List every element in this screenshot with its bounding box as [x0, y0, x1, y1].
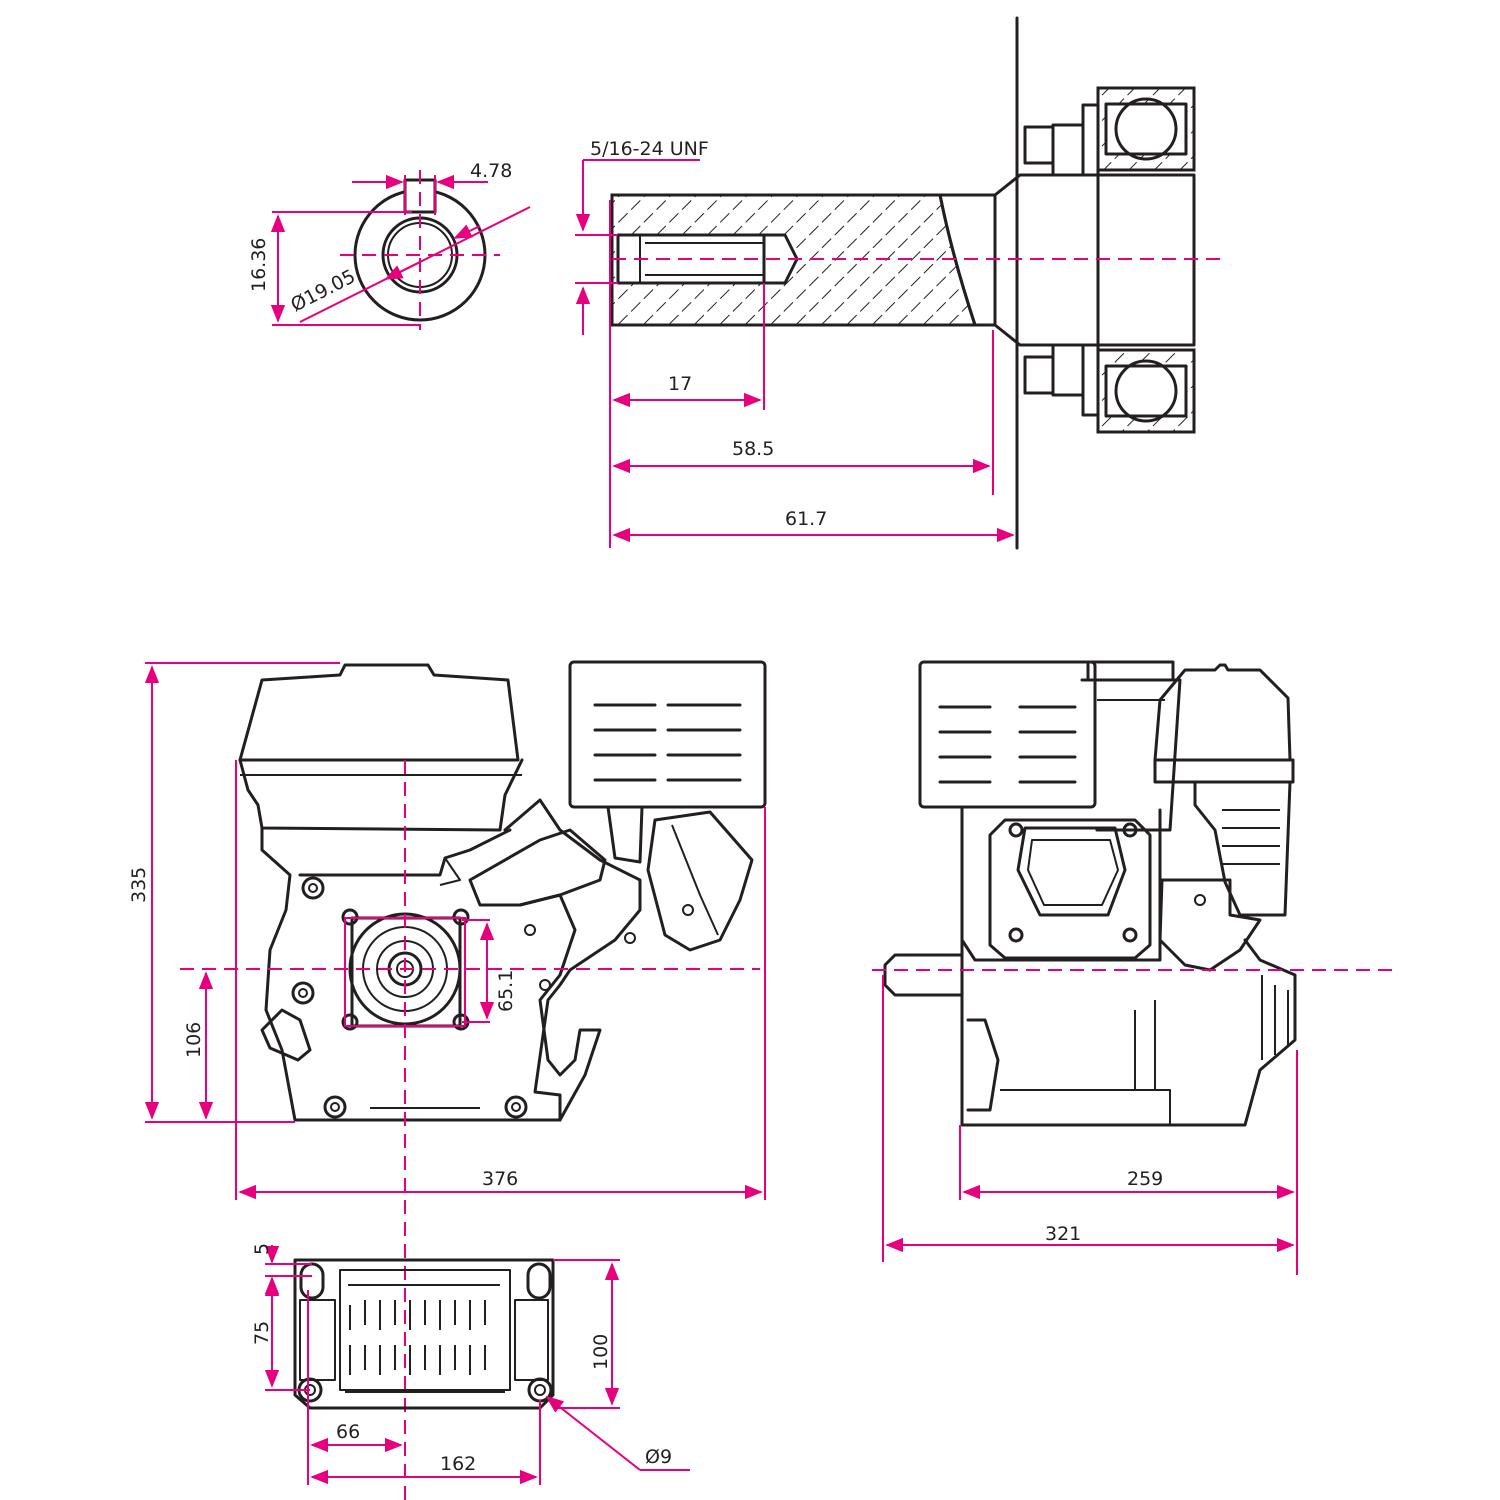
side-length-label: 321 — [1045, 1223, 1081, 1245]
mount-depth-label: 100 — [590, 1334, 612, 1370]
key-width-label: 4.78 — [470, 160, 512, 182]
thread-label: 5/16-24 UNF — [590, 138, 709, 160]
shaft-height-label: 106 — [183, 1022, 205, 1058]
shaft-end-view: 4.78 16.36 Ø19.05 — [248, 160, 531, 330]
shaft-length-outer-label: 61.7 — [785, 508, 827, 530]
shaft-diameter-label: Ø19.05 — [287, 265, 359, 316]
overall-height-label: 335 — [128, 867, 150, 903]
side-width-label: 259 — [1127, 1168, 1163, 1190]
key-height-label: 16.36 — [248, 238, 270, 292]
thread-depth-label: 17 — [668, 373, 692, 395]
mount-edge-label: 5 — [251, 1243, 273, 1255]
engine-front-view: 335 106 65.1 376 — [128, 660, 767, 1500]
bolt-circle-label: 65.1 — [495, 970, 517, 1012]
shaft-length-inner-label: 58.5 — [732, 438, 774, 460]
mount-offset-label: 66 — [336, 1421, 360, 1443]
mount-holes-x-label: 162 — [440, 1453, 476, 1475]
engine-side-view: 259 321 — [872, 660, 1395, 1275]
front-width-label: 376 — [482, 1168, 518, 1190]
shaft-section-view: 5/16-24 UNF 17 58.5 61.7 — [575, 16, 1220, 550]
mount-holes-y-label: 75 — [251, 1321, 273, 1345]
engine-mount-view: 5 75 100 66 162 Ø9 — [251, 1243, 690, 1485]
mount-hole-dia-label: Ø9 — [645, 1446, 672, 1468]
